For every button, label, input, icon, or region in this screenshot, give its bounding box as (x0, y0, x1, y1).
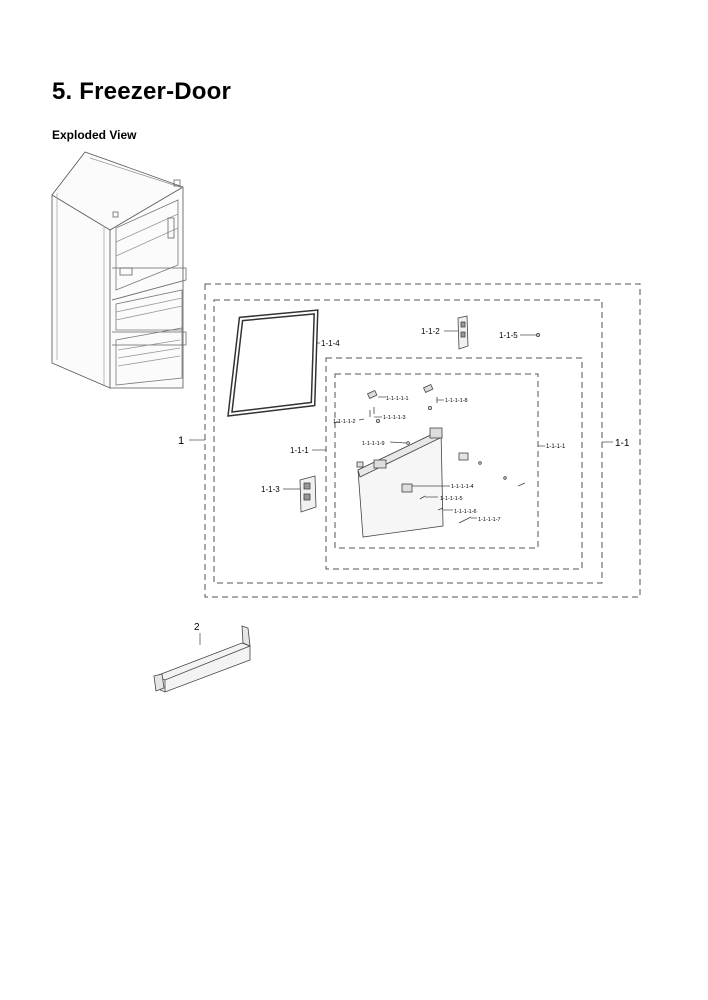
label-1-1-1-1-1: 1-1-1-1-1 (386, 396, 409, 402)
label-1-1-1-1-8: 1-1-1-1-8 (445, 398, 468, 404)
section-subtitle: Exploded View (52, 128, 137, 142)
label-1-1-1-1-6: 1-1-1-1-6 (454, 509, 477, 515)
label-1-1-1-1-5: 1-1-1-1-5 (440, 496, 463, 502)
door-gasket (227, 309, 319, 417)
assembly-group-1 (204, 283, 641, 598)
label-1-1-1-1-3: 1-1-1-1-3 (383, 415, 406, 421)
hinge-bracket-part (457, 315, 469, 350)
label-1-1-1-1-2: 1-1-1-1-2 (333, 419, 356, 425)
lower-bracket-part (299, 475, 317, 513)
assembly-group-1-1-1-1 (334, 373, 539, 549)
label-1-1-1: 1-1-1 (290, 446, 309, 455)
refrigerator-cabinet (51, 151, 187, 389)
door-shelf-part (153, 625, 251, 693)
label-1-1-1-1-9: 1-1-1-1-9 (362, 441, 385, 447)
label-1-1-1-1-4: 1-1-1-1-4 (451, 484, 474, 490)
label-1: 1 (178, 435, 184, 447)
label-1-1-1-1-7: 1-1-1-1-7 (478, 517, 501, 523)
page-title: 5. Freezer-Door (52, 78, 232, 105)
label-1-1-5: 1-1-5 (499, 331, 518, 340)
door-panel (356, 427, 444, 538)
label-1-1-3: 1-1-3 (261, 485, 280, 494)
label-2: 2 (194, 622, 200, 633)
label-1-1: 1-1 (615, 438, 630, 449)
label-1-1-4: 1-1-4 (321, 339, 340, 348)
label-1-1-2: 1-1-2 (421, 327, 440, 336)
leader-lines (189, 330, 613, 645)
screw-part (536, 332, 541, 337)
assembly-group-1-1-1 (325, 357, 583, 570)
assembly-group-1-1 (213, 299, 603, 584)
label-1-1-1-1: 1-1-1-1 (546, 444, 566, 450)
